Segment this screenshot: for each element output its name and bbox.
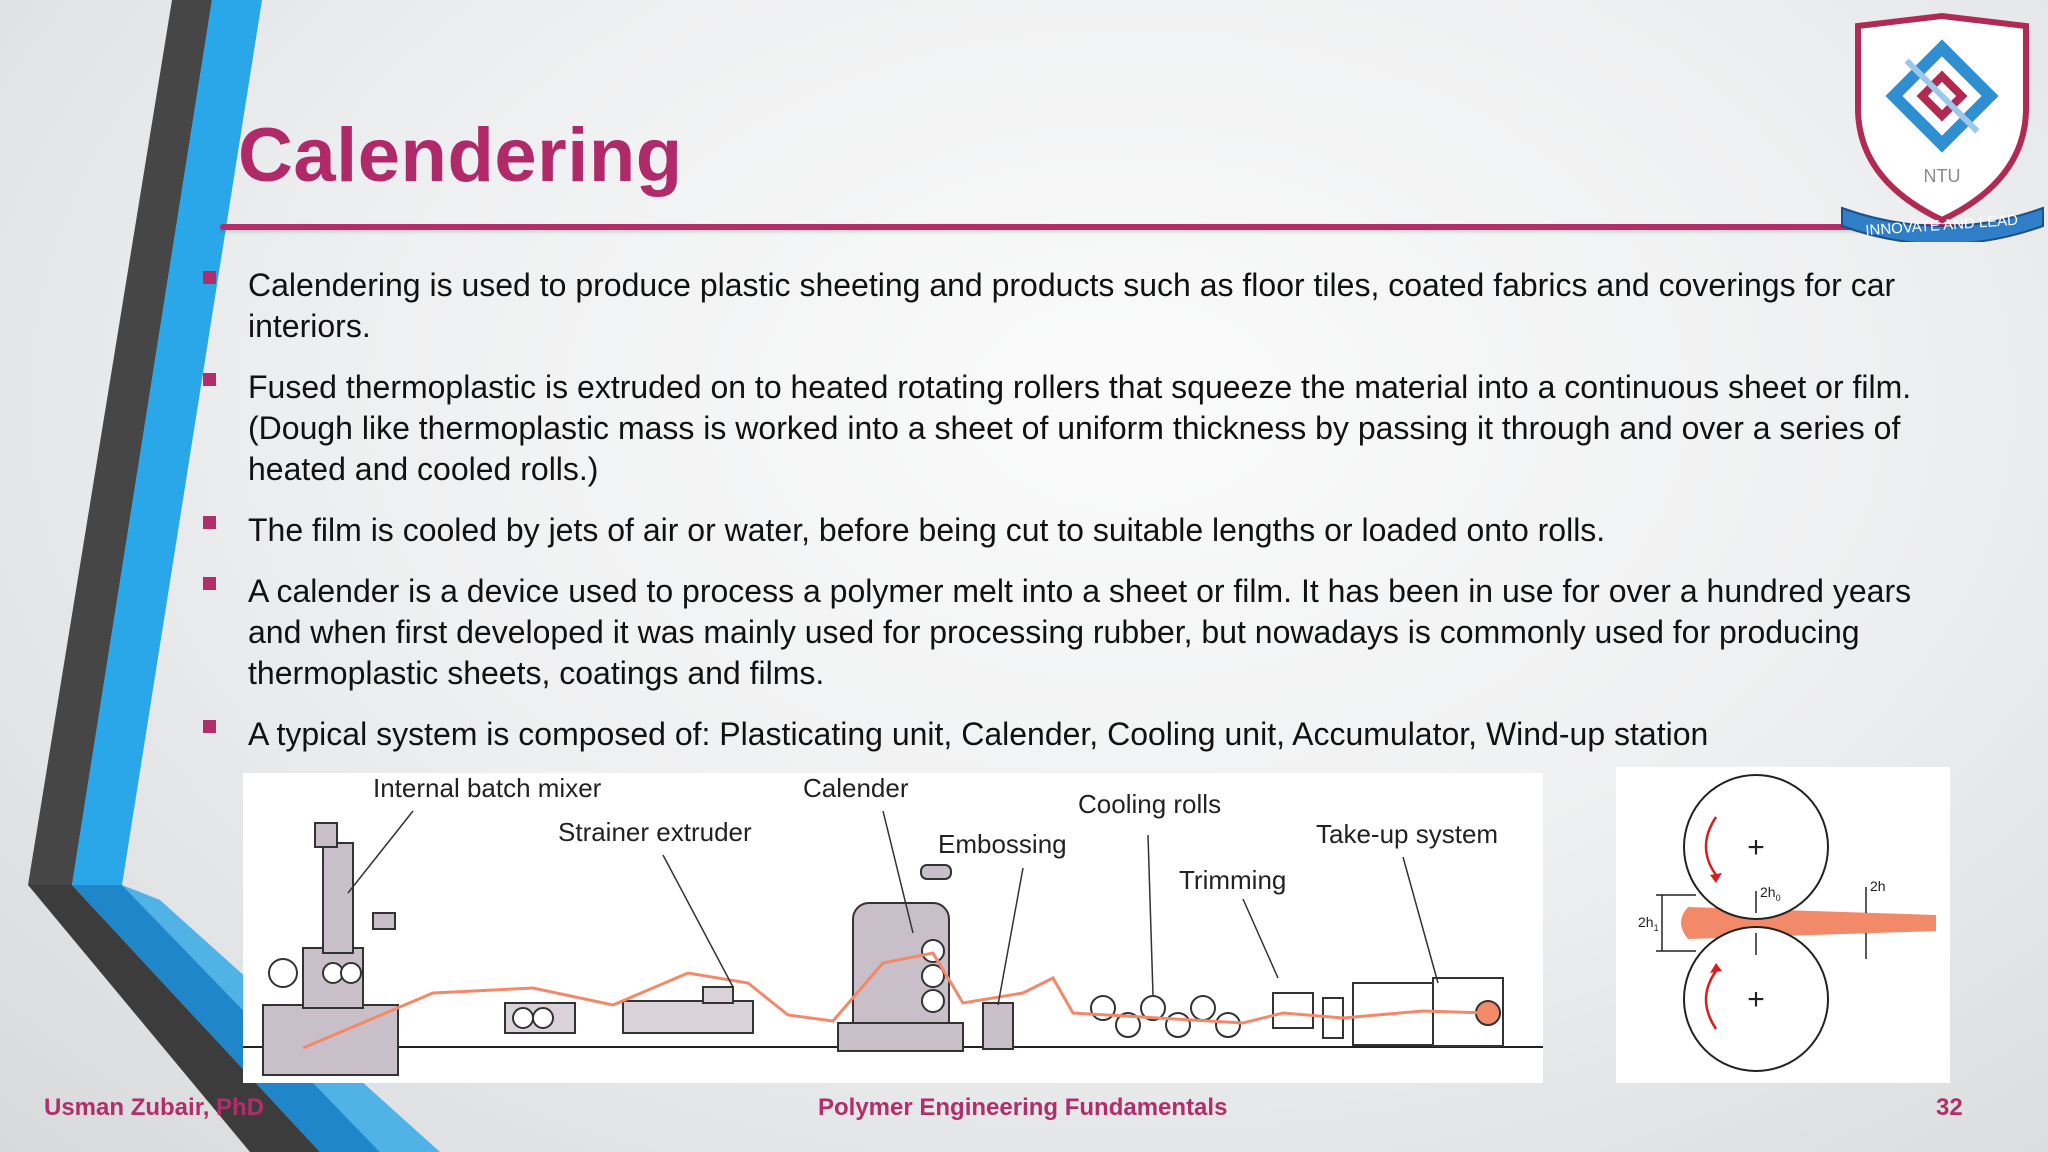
bullet-text: The film is cooled by jets of air or wat… [248, 512, 1606, 548]
lower-roll-center-icon: + [1747, 983, 1765, 1016]
lower-arrowhead-icon [1710, 963, 1722, 973]
bullet-item: The film is cooled by jets of air or wat… [200, 510, 1970, 551]
label-2h1: 2h1 [1638, 914, 1659, 933]
dark-stripe [28, 0, 212, 885]
label-2h: 2h [1870, 878, 1886, 894]
footer-author: Usman Zubair, PhD [44, 1094, 265, 1121]
square-bullet-icon [203, 271, 216, 284]
lower-roll [1683, 926, 1829, 1072]
bullet-text: Fused thermoplastic is extruded on to he… [248, 369, 1912, 487]
label-cooling-rolls: Cooling rolls [1078, 789, 1221, 819]
logo-knot-icon [1885, 39, 1999, 153]
label-embossing: Embossing [938, 829, 1067, 859]
nip-roll-diagram: + + 2h1 2h0 2h [1616, 767, 1950, 1083]
bullet-item: A calender is a device used to process a… [200, 571, 1970, 694]
label-2h0: 2h0 [1760, 884, 1781, 903]
footer-course: Polymer Engineering Fundamentals [818, 1094, 1228, 1121]
bullet-text: A calender is a device used to process a… [248, 573, 1912, 691]
calender-machine [837, 864, 1014, 1052]
melt-bank [1681, 907, 1936, 939]
calendering-process-diagram: Internal batch mixer Strainer extruder C… [243, 773, 1543, 1083]
bullet-item: Calendering is used to produce plastic s… [200, 265, 1970, 347]
dark-lower-stripe [28, 885, 320, 1152]
label-strainer-extruder: Strainer extruder [558, 817, 752, 847]
bullet-text: Calendering is used to produce plastic s… [248, 267, 1896, 344]
square-bullet-icon [203, 577, 216, 590]
dimension-lines [1656, 887, 1867, 959]
label-internal-batch-mixer: Internal batch mixer [373, 773, 602, 803]
bullet-item: A typical system is composed of: Plastic… [200, 714, 1970, 755]
bullet-list: Calendering is used to produce plastic s… [200, 265, 1970, 775]
bullet-item: Fused thermoplastic is extruded on to he… [200, 367, 1970, 490]
upper-rotation-arrow-icon [1704, 816, 1718, 876]
square-bullet-icon [203, 516, 216, 529]
label-calender: Calender [803, 773, 909, 803]
label-take-up-system: Take-up system [1316, 819, 1498, 849]
square-bullet-icon [203, 720, 216, 733]
logo-ribbon [1841, 206, 2044, 242]
blue-stripe [72, 0, 262, 885]
upper-roll-center-icon: + [1747, 831, 1765, 864]
melt-path [302, 951, 1489, 1050]
upper-roll [1683, 774, 1829, 920]
batch-mixer-machine [262, 822, 399, 1076]
slide-title: Calendering [238, 113, 683, 198]
square-bullet-icon [203, 373, 216, 386]
title-underline [220, 224, 2020, 230]
footer-page-number: 32 [1936, 1094, 1963, 1121]
bullet-text: A typical system is composed of: Plastic… [248, 716, 1709, 752]
strainer-extruder-machine [504, 986, 754, 1034]
callout-lines [347, 810, 1439, 1006]
upper-arrowhead-icon [1710, 873, 1722, 883]
lower-rotation-arrow-icon [1704, 970, 1718, 1030]
logo-name: NTU [1924, 166, 1961, 186]
ntu-logo: NTU INNOVATE AND LEAD [1841, 12, 2044, 242]
label-trimming: Trimming [1179, 865, 1286, 895]
blue-lower-stripe [72, 885, 380, 1152]
